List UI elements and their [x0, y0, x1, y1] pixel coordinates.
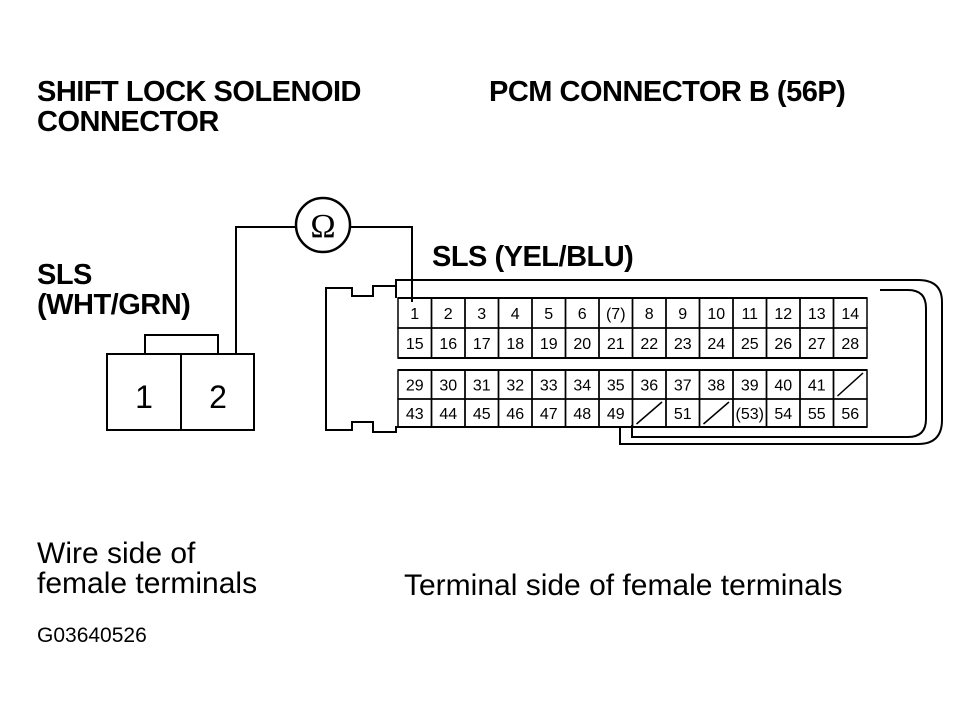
pcm-terminal-unused-slash — [836, 372, 864, 397]
sls-terminal-1: 1 — [135, 379, 153, 415]
ohm-symbol: Ω — [310, 208, 335, 245]
pcm-terminal-label: 29 — [406, 378, 424, 395]
pcm-terminal-label: 27 — [808, 336, 826, 353]
pcm-terminal-label: 45 — [473, 406, 491, 423]
pcm-terminal-label: 43 — [406, 406, 424, 423]
pcm-terminal-label: 28 — [841, 336, 859, 353]
pcm-terminal-label: 22 — [640, 336, 658, 353]
pcm-terminal-label: 33 — [540, 378, 558, 395]
pcm-terminal-label: 12 — [774, 306, 792, 323]
pcm-terminal-label: 8 — [645, 306, 654, 323]
pcm-terminal-unused-slash — [703, 401, 730, 425]
sls-terminal-2: 2 — [209, 379, 227, 415]
pcm-terminal-label: 19 — [540, 336, 558, 353]
pcm-terminal-label: 35 — [607, 378, 625, 395]
pcm-terminal-label: 15 — [406, 336, 424, 353]
pcm-terminal-label: 55 — [808, 406, 826, 423]
ohmmeter-icon — [294, 196, 352, 254]
pcm-terminal-label: 5 — [544, 306, 553, 323]
pcm-terminal-label: 54 — [774, 406, 792, 423]
probe-lead-left — [235, 226, 296, 354]
pcm-terminal-label: 46 — [506, 406, 524, 423]
pcm-terminal-label: 38 — [707, 378, 725, 395]
pcm-terminal-label: 40 — [774, 378, 792, 395]
pcm-terminal-label: 49 — [607, 406, 625, 423]
pcm-terminal-label: 23 — [674, 336, 692, 353]
pcm-terminal-label: 47 — [540, 406, 558, 423]
pcm-terminal-label: 1 — [410, 306, 419, 323]
pcm-terminal-label: 6 — [578, 306, 587, 323]
pcm-terminal-label: 34 — [573, 378, 591, 395]
pcm-terminal-label: 20 — [573, 336, 591, 353]
pcm-terminal-label: 17 — [473, 336, 491, 353]
pcm-terminal-cell — [832, 398, 868, 428]
caption-wire-side-line2: female terminals — [37, 567, 258, 600]
pcm-terminal-label: 41 — [808, 378, 826, 395]
pcm-connector-inner-outline — [631, 289, 927, 438]
figure-code: G03640526 — [37, 624, 147, 647]
sls-wire-label-left-line2: (WHT/GRN) — [37, 289, 191, 321]
pcm-terminal-label: 3 — [477, 306, 486, 323]
pcm-terminal-label: 32 — [506, 378, 524, 395]
caption-wire-side-line1: Wire side of — [37, 537, 196, 570]
pcm-terminal-label: (53) — [736, 406, 764, 423]
pcm-terminal-label: 21 — [607, 336, 625, 353]
pcm-connector-title: PCM CONNECTOR B (56P) — [489, 76, 846, 108]
pcm-terminal-label: 31 — [473, 378, 491, 395]
sls-wire-label-left-line1: SLS — [37, 259, 92, 291]
sls-connector — [106, 334, 255, 431]
pcm-terminal-label: 10 — [707, 306, 725, 323]
pcm-terminal-label: 37 — [674, 378, 692, 395]
sls-connector-title-line2: CONNECTOR — [37, 106, 219, 138]
pcm-terminal-label: 39 — [741, 378, 759, 395]
pcm-terminal-label: 4 — [511, 306, 520, 323]
pcm-terminal-label: 9 — [678, 306, 687, 323]
pcm-terminal-label: 26 — [774, 336, 792, 353]
pcm-terminal-label: 24 — [707, 336, 725, 353]
sls-connector-latch — [144, 334, 219, 354]
pcm-terminal-label: 25 — [741, 336, 759, 353]
pcm-terminal-label: 48 — [573, 406, 591, 423]
sls-wire-label-right: SLS (YEL/BLU) — [432, 241, 634, 273]
caption-terminal-side: Terminal side of female terminals — [404, 569, 843, 602]
pcm-terminal-label: 36 — [640, 378, 658, 395]
pcm-terminal-label: 14 — [841, 306, 859, 323]
sls-connector-title-line1: SHIFT LOCK SOLENOID — [37, 76, 362, 108]
pcm-terminal-cell — [832, 327, 868, 359]
pcm-terminal-label: (7) — [606, 306, 626, 323]
pcm-terminal-label: 2 — [444, 306, 453, 323]
pcm-terminal-label: 11 — [741, 306, 758, 323]
probe-lead-right — [350, 226, 413, 302]
pcm-terminal-label: 13 — [808, 306, 826, 323]
pcm-connector-outer-shell — [325, 279, 943, 445]
pcm-terminal-label: 44 — [439, 406, 457, 423]
pcm-terminal-unused-slash — [636, 401, 663, 425]
pcm-terminal-label: 30 — [439, 378, 457, 395]
pcm-terminal-label: 56 — [841, 406, 859, 423]
pcm-terminal-label: 51 — [674, 406, 692, 423]
pcm-terminal-label: 16 — [439, 336, 457, 353]
pcm-terminal-label: 18 — [506, 336, 524, 353]
